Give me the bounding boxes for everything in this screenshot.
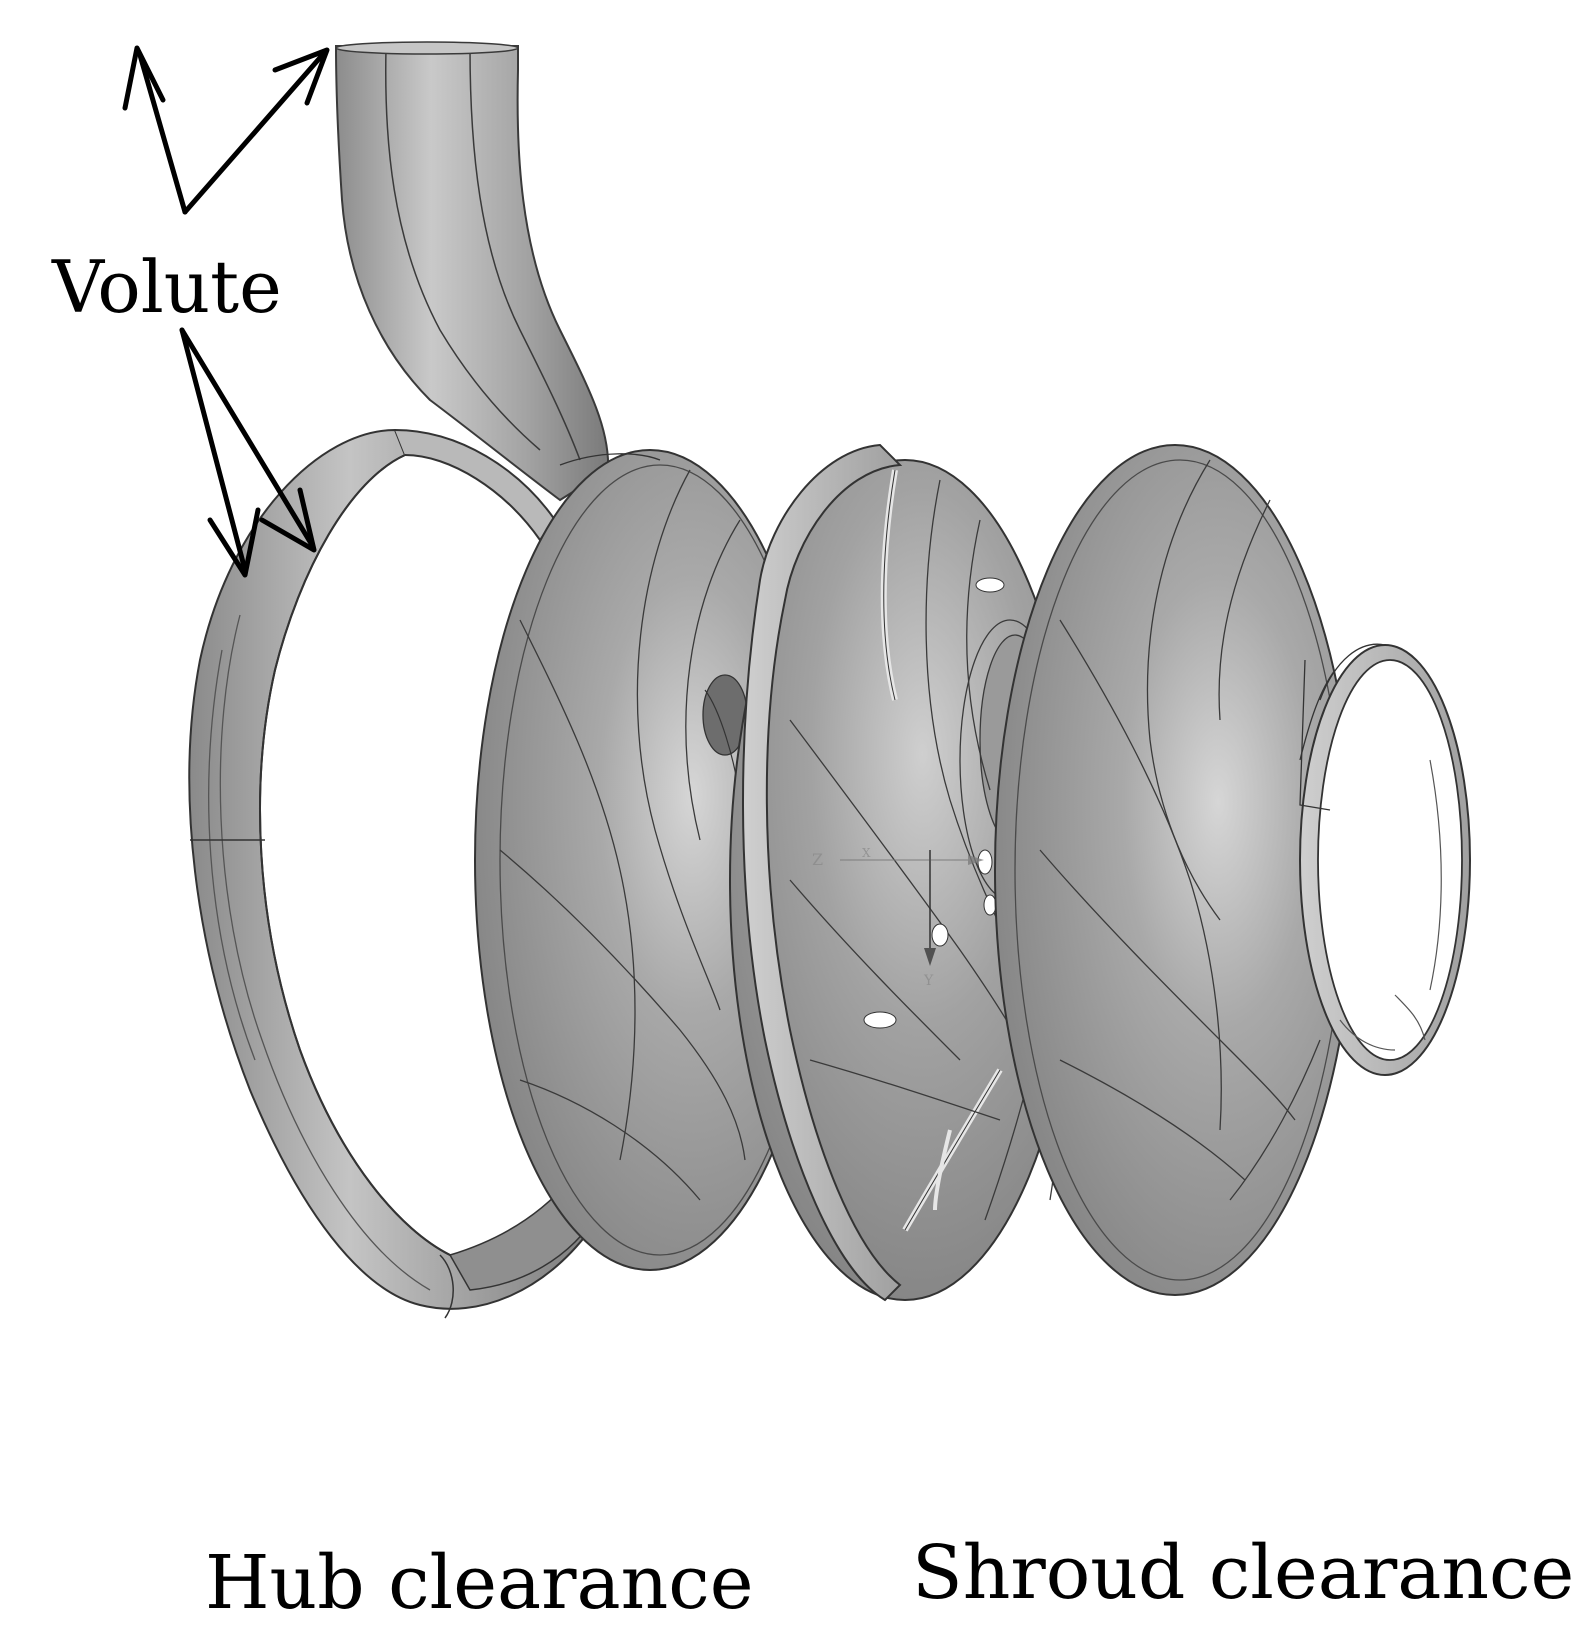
shroud-clearance-disc [994, 444, 1471, 1296]
axis-z-label: Z [812, 850, 823, 869]
axis-triad: Z X Y [812, 846, 984, 989]
volute-outlet-pipe [334, 45, 610, 502]
volute-body [188, 41, 610, 1319]
hub-clearance-label: Hub clearance [205, 1540, 754, 1626]
volute-label: Volute [51, 245, 282, 329]
volute-arrows [122, 45, 330, 578]
axis-x-label: X [862, 846, 871, 860]
shroud-clearance-label: Shroud clearance [912, 1530, 1574, 1616]
axis-y-label: Y [923, 973, 934, 989]
